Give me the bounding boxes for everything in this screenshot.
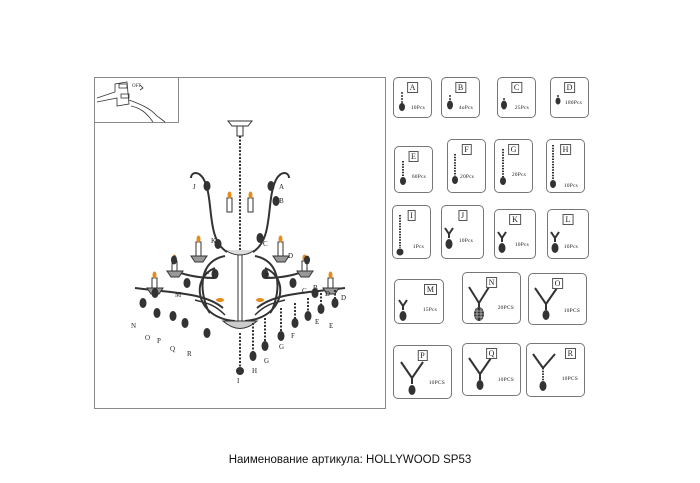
svg-text:J: J [193,183,196,191]
part-quantity: 10PCS [497,377,514,383]
article-name-caption: Наименование артикула: HOLLYWOOD SP53 [228,454,472,466]
part-quantity: 10Pcs [410,105,425,111]
part-q: Q 10PCS [462,343,521,396]
part-o: O 10PCS [528,273,587,325]
power-off-inset: OFF [94,77,179,123]
part-quantity: 10Pcs [563,244,578,250]
part-quantity: 20Pcs [511,172,526,178]
part-i: I 1Pcs [392,205,431,259]
chandelier-drawing-frame: J A B K C L D M B D N O P Q R C B D E E … [94,77,386,409]
part-quantity: 10PCS [428,380,445,386]
part-letter: L [562,214,574,225]
chandelier-drawing: J A B K C L D M B D N O P Q R C B D E E … [131,120,346,385]
svg-text:P: P [157,337,161,345]
part-c: C 25Pcs [497,77,536,118]
part-n: N 20PCS [462,272,521,324]
part-letter: N [485,277,498,288]
part-g: G 20Pcs [494,139,533,193]
part-quantity: 25Pcs [514,105,529,111]
part-b: B 4oPcs [441,77,480,118]
part-letter: Q [485,348,498,359]
part-quantity: 10Pcs [514,242,529,248]
part-letter: D [563,82,576,93]
svg-text:M: M [175,291,182,299]
hand-switch-off-illustration: OFF [96,81,166,123]
svg-text:I: I [237,377,240,385]
part-quantity: 60Pcs [411,174,426,180]
part-letter: H [559,144,572,155]
part-letter: O [551,278,564,289]
part-letter: R [564,348,576,359]
part-k: K 10Pcs [494,209,536,259]
part-e: E 60Pcs [394,146,433,193]
svg-text:G: G [264,357,269,365]
part-letter: M [423,284,437,295]
part-m: M 15Pcs [394,279,444,324]
svg-text:F: F [291,332,295,340]
svg-text:O: O [145,334,150,342]
part-letter: I [407,210,416,221]
svg-text:A: A [279,183,284,191]
part-quantity: 20Pcs [460,174,475,180]
part-letter: P [417,350,428,361]
part-letter: F [461,144,472,155]
part-d: D 180Pcs [550,77,589,118]
part-quantity: 4oPcs [458,105,473,111]
svg-text:B: B [265,272,270,280]
svg-text:N: N [131,322,136,330]
part-quantity: 10PCS [561,376,578,382]
svg-text:B: B [279,197,284,205]
part-h: H 10Pcs [546,139,585,193]
part-letter: B [454,82,467,93]
part-quantity: 10PCS [563,308,580,314]
part-quantity: 180Pcs [564,100,582,106]
part-quantity: 10Pcs [458,238,473,244]
svg-text:G: G [279,343,284,351]
part-a: A 10Pcs [393,77,432,118]
svg-text:K: K [211,237,216,245]
part-f: F 20Pcs [447,139,486,193]
part-quantity: 1Pcs [412,244,424,250]
part-letter: J [457,210,468,221]
svg-text:E: E [329,322,333,330]
part-letter: A [406,82,419,93]
part-quantity: 15Pcs [422,307,437,313]
part-letter: K [509,214,521,225]
svg-text:R: R [187,350,192,358]
svg-text:D: D [341,294,346,302]
svg-text:L: L [205,268,209,276]
svg-text:H: H [252,367,257,375]
part-letter: G [507,144,520,155]
svg-text:E: E [315,318,319,326]
part-letter: C [510,82,523,93]
part-j: J 10Pcs [441,205,484,259]
svg-text:OFF: OFF [132,84,141,89]
svg-text:C: C [263,240,268,248]
svg-text:C: C [302,287,307,295]
svg-text:B: B [313,284,318,292]
part-l: L 10Pcs [547,209,589,259]
part-r: R 10PCS [526,343,585,397]
part-quantity: 10Pcs [563,183,578,189]
svg-text:D: D [325,290,330,298]
part-p: P 10PCS [393,345,452,399]
svg-text:D: D [288,252,293,260]
svg-text:Q: Q [170,345,175,353]
part-quantity: 20PCS [497,305,514,311]
part-letter: E [408,151,419,162]
